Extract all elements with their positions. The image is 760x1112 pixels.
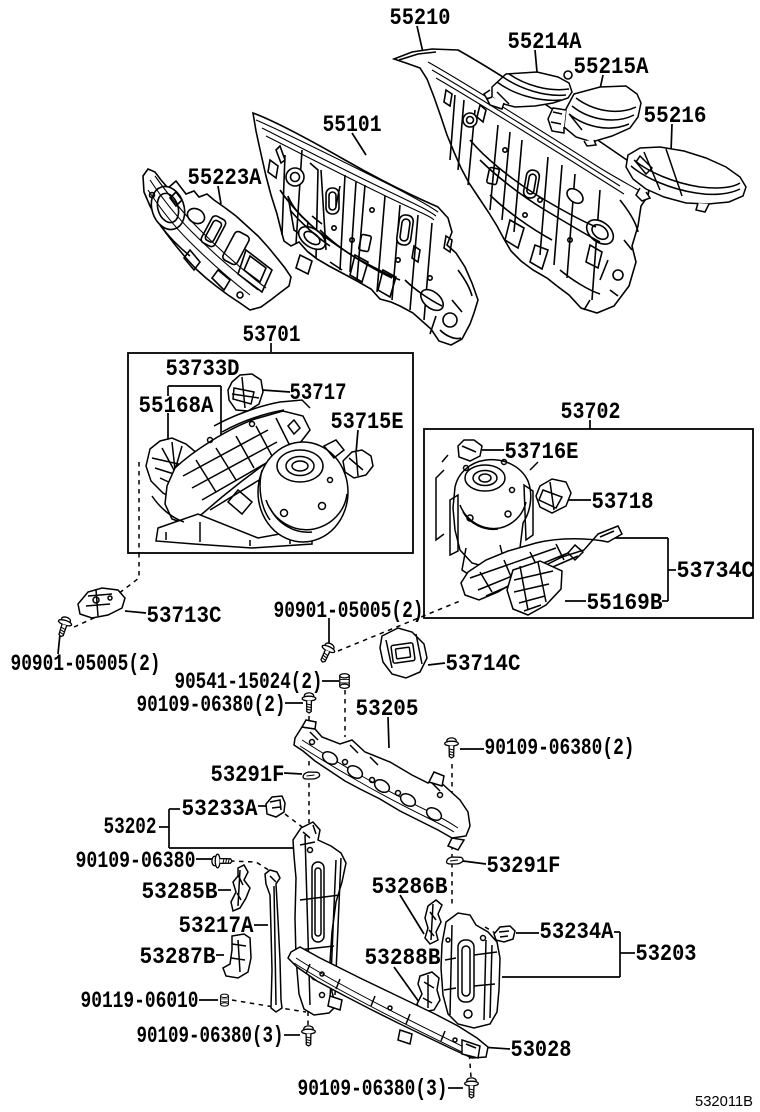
svg-text:90541-15024(2): 90541-15024(2) xyxy=(175,669,323,695)
svg-text:90109-06380(2): 90109-06380(2) xyxy=(137,692,286,718)
svg-text:53233A: 53233A xyxy=(182,796,258,822)
svg-text:53291F: 53291F xyxy=(211,762,285,788)
svg-text:53733D: 53733D xyxy=(166,356,240,382)
svg-text:55215A: 55215A xyxy=(574,54,649,80)
svg-text:53287B: 53287B xyxy=(140,944,216,970)
svg-text:53717: 53717 xyxy=(290,380,347,406)
svg-text:90119-06010: 90119-06010 xyxy=(81,988,199,1014)
svg-text:53715E: 53715E xyxy=(331,409,404,435)
svg-text:55214A: 55214A xyxy=(508,29,582,55)
svg-text:532011B: 532011B xyxy=(695,1093,753,1110)
svg-text:53702: 53702 xyxy=(561,399,621,425)
svg-text:53234A: 53234A xyxy=(540,919,614,945)
svg-text:53202: 53202 xyxy=(104,814,157,840)
svg-text:53285B: 53285B xyxy=(142,879,218,905)
svg-text:53203: 53203 xyxy=(636,941,697,967)
svg-text:90901-05005(2): 90901-05005(2) xyxy=(11,651,161,677)
svg-text:55101: 55101 xyxy=(323,112,382,138)
svg-text:90109-06380(2): 90109-06380(2) xyxy=(485,735,635,761)
svg-text:55210: 55210 xyxy=(390,5,451,31)
svg-text:53713C: 53713C xyxy=(147,603,222,629)
svg-text:53291F: 53291F xyxy=(487,853,561,879)
svg-text:53028: 53028 xyxy=(511,1037,572,1063)
svg-text:55169B: 55169B xyxy=(587,590,663,616)
svg-text:53718: 53718 xyxy=(592,489,654,515)
svg-text:90109-06380: 90109-06380 xyxy=(76,848,196,874)
svg-text:55216: 55216 xyxy=(644,103,707,129)
svg-text:55168A: 55168A xyxy=(139,393,214,419)
svg-text:53714C: 53714C xyxy=(446,651,521,677)
svg-text:53734C: 53734C xyxy=(677,558,755,584)
svg-text:55223A: 55223A xyxy=(188,165,262,191)
svg-text:53205: 53205 xyxy=(356,696,419,722)
svg-text:53288B: 53288B xyxy=(365,945,441,971)
svg-text:53286B: 53286B xyxy=(372,874,448,900)
svg-text:90109-06380(3): 90109-06380(3) xyxy=(298,1076,448,1102)
svg-text:53716E: 53716E xyxy=(505,439,579,465)
svg-text:90109-06380(3): 90109-06380(3) xyxy=(137,1023,284,1049)
svg-text:53701: 53701 xyxy=(243,322,301,348)
svg-text:53217A: 53217A xyxy=(179,913,254,939)
svg-text:90901-05005(2): 90901-05005(2) xyxy=(274,598,424,624)
